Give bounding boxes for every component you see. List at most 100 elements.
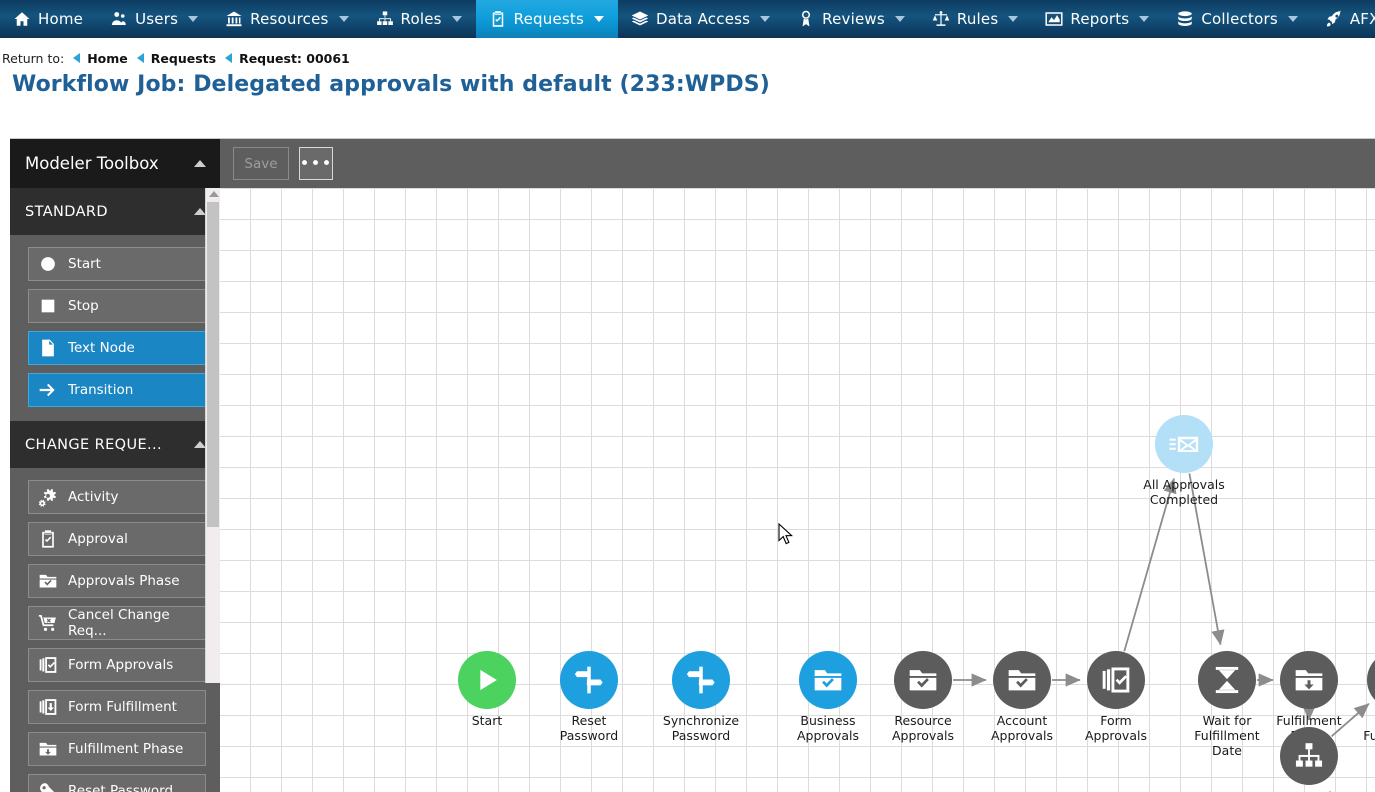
node-circle[interactable] — [1280, 651, 1338, 709]
toolbox-item-reset-password[interactable]: Reset Password — [28, 774, 206, 792]
workflow-node-sync-password[interactable]: Synchronize Password — [652, 651, 750, 743]
nav-item-reports[interactable]: Reports — [1032, 0, 1163, 38]
circle-icon — [38, 254, 58, 274]
node-circle[interactable] — [1087, 651, 1145, 709]
save-button[interactable]: Save — [233, 147, 289, 180]
chevron-down-icon[interactable] — [894, 16, 905, 22]
document-icon — [38, 338, 58, 358]
node-circle[interactable] — [1155, 415, 1213, 473]
toolbox-item-text-node[interactable]: Text Node — [28, 331, 206, 365]
node-circle[interactable] — [799, 651, 857, 709]
chevron-up-icon[interactable] — [194, 208, 206, 215]
arrow-right-icon — [38, 380, 58, 400]
toolbox-item-cancel-change-req[interactable]: Cancel Change Req... — [28, 606, 206, 640]
chevron-down-icon[interactable] — [1139, 16, 1150, 22]
chevron-down-icon[interactable] — [760, 16, 771, 22]
toolbox-title: Modeler Toolbox — [25, 154, 159, 173]
chart-icon — [1045, 10, 1063, 28]
folder-down-icon — [38, 739, 58, 759]
page-title: Workflow Job: Delegated approvals with d… — [12, 72, 770, 97]
toolbox-item-form-fulfillment[interactable]: Form Fulfillment — [28, 690, 206, 724]
node-label: Business Approvals — [797, 713, 859, 743]
toolbox-item-start[interactable]: Start — [28, 247, 206, 281]
nav-item-resources[interactable]: Resources — [212, 0, 362, 38]
toolbox-item-label: Start — [68, 256, 101, 272]
scrollbar-thumb[interactable] — [207, 202, 219, 527]
workflow-node-account-approvals[interactable]: Account Approvals — [973, 651, 1071, 743]
folder-check-icon — [907, 664, 939, 696]
toolbox-item-transition[interactable]: Transition — [28, 373, 206, 407]
breadcrumb-item-request-id[interactable]: Request: 00061 — [239, 50, 350, 66]
workflow-node-form-approvals[interactable]: Form Approvals — [1067, 651, 1165, 743]
node-label: Start — [471, 713, 503, 728]
node-label: Synchronize Password — [662, 713, 740, 743]
node-circle[interactable] — [672, 651, 730, 709]
envelope-icon — [1168, 428, 1200, 460]
node-circle[interactable] — [894, 651, 952, 709]
node-circle[interactable] — [1367, 651, 1375, 709]
workflow-node-manual-account-activities[interactable]: Manual Account Activities (0/0) — [1260, 727, 1358, 792]
node-circle[interactable] — [1280, 727, 1338, 785]
chevron-down-icon[interactable] — [188, 16, 199, 22]
clipboard-check-icon — [38, 529, 58, 549]
nav-item-requests[interactable]: Requests — [475, 0, 619, 38]
signpost-icon — [573, 664, 605, 696]
nav-item-reviews[interactable]: Reviews — [784, 0, 919, 38]
workflow-node-form-fulfillment[interactable]: Form Fulfillment — [1347, 651, 1375, 743]
chevron-up-icon[interactable] — [194, 441, 206, 448]
nav-item-data-access[interactable]: Data Access — [618, 0, 784, 38]
edge-form-approvals-to-all-approvals-completed — [1123, 477, 1177, 652]
breadcrumb-item-home[interactable]: Home — [87, 50, 128, 66]
toolbox-item-form-approvals[interactable]: Form Approvals — [28, 648, 206, 682]
toolbox-header[interactable]: Modeler Toolbox — [10, 139, 220, 188]
nav-item-rules[interactable]: Rules — [919, 0, 1032, 38]
breadcrumb-item-requests[interactable]: Requests — [150, 50, 217, 66]
workflow-node-reset-password[interactable]: Reset Password — [540, 651, 638, 743]
toolbox-item-label: Cancel Change Req... — [68, 607, 170, 639]
node-circle[interactable] — [1198, 651, 1256, 709]
chevron-up-icon[interactable] — [194, 160, 206, 167]
chevron-down-icon[interactable] — [338, 16, 349, 22]
node-circle[interactable] — [993, 651, 1051, 709]
scroll-up-arrow-icon[interactable] — [209, 191, 219, 197]
chevron-down-icon[interactable] — [451, 16, 462, 22]
hourglass-icon — [1211, 664, 1243, 696]
nav-item-afx[interactable]: AFX — [1312, 0, 1375, 38]
toolbox-item-label: Stop — [68, 298, 99, 314]
chevron-down-icon[interactable] — [594, 16, 605, 22]
toolbox-item-approval[interactable]: Approval — [28, 522, 206, 556]
toolbox-section-header-change-reque[interactable]: CHANGE REQUE... — [10, 421, 220, 468]
toolbox-item-activity[interactable]: Activity — [28, 480, 206, 514]
node-label: All Approvals Completed — [1143, 477, 1225, 507]
toolbox-section-header-standard[interactable]: STANDARD — [10, 188, 220, 235]
node-circle[interactable] — [458, 651, 516, 709]
nav-item-home[interactable]: Home — [0, 0, 97, 38]
breadcrumb-arrow-icon — [136, 53, 144, 63]
node-circle[interactable] — [560, 651, 618, 709]
workflow-node-all-approvals-completed[interactable]: All Approvals Completed — [1135, 415, 1233, 507]
toolbox-item-fulfillment-phase[interactable]: Fulfillment Phase — [28, 732, 206, 766]
square-icon — [38, 296, 58, 316]
workflow-node-business-approvals[interactable]: Business Approvals — [779, 651, 877, 743]
nav-item-collectors[interactable]: Collectors — [1163, 0, 1312, 38]
toolbox-item-label: Text Node — [68, 340, 135, 356]
chevron-down-icon[interactable] — [1008, 16, 1019, 22]
toolbox-item-approvals-phase[interactable]: Approvals Phase — [28, 564, 206, 598]
nav-item-roles[interactable]: Roles — [363, 0, 476, 38]
workflow-node-start[interactable]: Start — [438, 651, 536, 728]
chevron-down-icon[interactable] — [1287, 16, 1298, 22]
more-options-button[interactable]: ••• — [299, 147, 333, 180]
workflow-node-resource-approvals[interactable]: Resource Approvals — [874, 651, 972, 743]
toolbox-item-label: Activity — [68, 489, 119, 505]
nav-item-label: Resources — [250, 10, 329, 28]
toolbox-scrollbar[interactable] — [205, 188, 220, 683]
workflow-node-wait-fulfillment-date[interactable]: Wait for Fulfillment Date — [1178, 651, 1276, 758]
nav-item-users[interactable]: Users — [97, 0, 212, 38]
forms-check-icon — [1100, 664, 1132, 696]
toolbox-item-stop[interactable]: Stop — [28, 289, 206, 323]
